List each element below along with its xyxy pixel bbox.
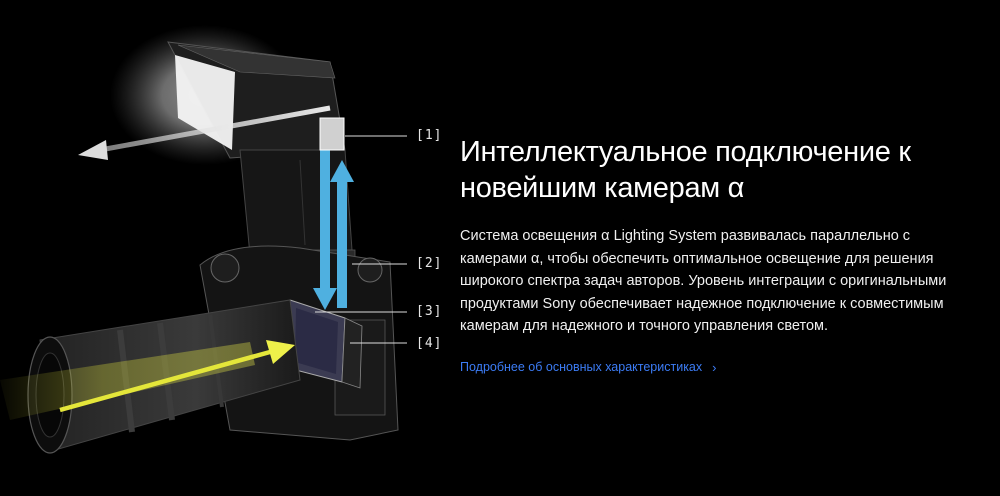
callout-lines: [315, 135, 407, 344]
chevron-right-icon: ›: [712, 359, 717, 375]
flash-camera-diagram: [0, 25, 407, 454]
callout-4: [4]: [416, 336, 443, 351]
light-input-arrow: [0, 340, 295, 420]
headline-line-2: новейшим камерам α: [460, 172, 745, 204]
callout-3: [3]: [416, 304, 443, 319]
callout-1: [1]: [416, 128, 443, 143]
learn-more-link[interactable]: Подробнее об основных характеристиках ›: [460, 360, 716, 375]
callout-2: [2]: [416, 256, 443, 271]
headline-line-1: Интеллектуальное подключение к: [460, 136, 911, 168]
learn-more-label: Подробнее об основных характеристиках: [460, 360, 703, 375]
signal-arrows: [313, 150, 354, 310]
light-output-arrow: [78, 105, 331, 160]
feature-description: Система освещения α Lighting System разв…: [460, 228, 947, 335]
feature-text-block: Интеллектуальное подключение к новейшим …: [460, 134, 980, 376]
flash-chip: [319, 117, 345, 151]
feature-headline: Интеллектуальное подключение к новейшим …: [460, 134, 980, 206]
flash-camera-illustration: [1] [2] [3] [4]: [0, 0, 460, 491]
